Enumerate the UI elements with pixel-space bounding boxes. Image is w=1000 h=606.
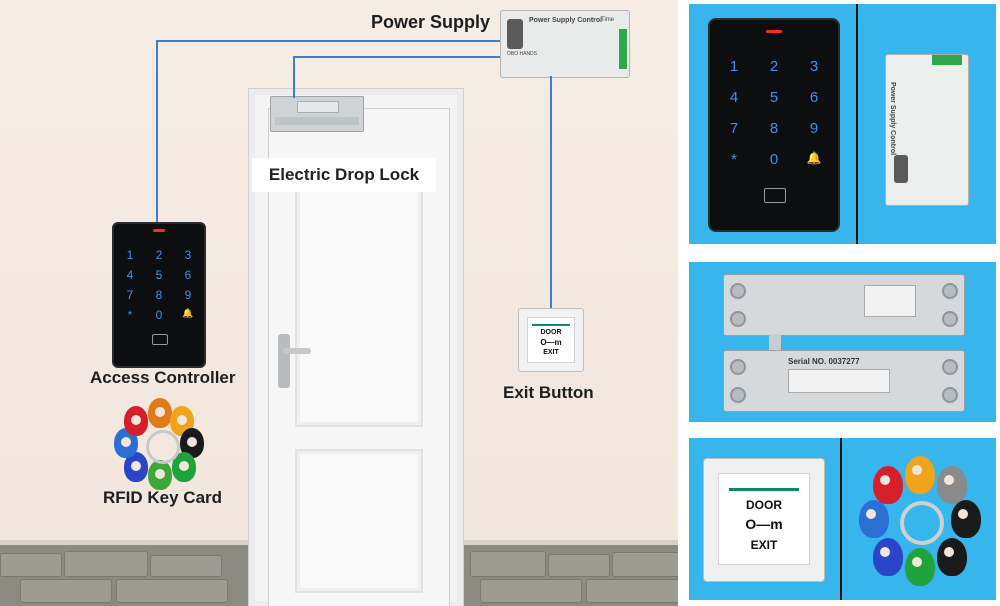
- rfid-tag: [937, 466, 967, 504]
- power-supply-label: Power Supply: [371, 12, 491, 32]
- rfid-tags-product-photo: [855, 456, 985, 586]
- keypad-key: 2: [769, 58, 779, 75]
- keypad-key: 4: [729, 89, 739, 106]
- keypad-key: 5: [769, 89, 779, 106]
- psu-terminal-block: [932, 55, 962, 65]
- psu-product-photo: Power Supply Control: [885, 54, 969, 206]
- key-ring: [900, 501, 944, 545]
- rfid-tag: [124, 406, 148, 436]
- bell-icon: 🔔: [182, 308, 194, 318]
- wire-controller: [156, 40, 158, 222]
- exit-button-door-text: DOOR: [746, 498, 782, 512]
- keypad-key: *: [127, 308, 133, 322]
- psu-hand-logo: [507, 19, 523, 49]
- rfid-key-tag-cluster: [112, 398, 208, 490]
- screw-icon: [730, 387, 746, 403]
- rfid-tag: [148, 460, 172, 490]
- exit-button-exit-text: EXIT: [750, 538, 778, 552]
- keypad-key: 9: [809, 120, 819, 137]
- screw-icon: [942, 359, 958, 375]
- psu-brand: OBO HANDS: [507, 51, 538, 57]
- door-upper-panel: [295, 183, 423, 427]
- serial-label-plate: [788, 369, 890, 393]
- access-controller-label: Access Controller: [90, 368, 236, 387]
- wire-lock-top: [293, 56, 500, 58]
- lock-bolt-pin: [769, 334, 781, 350]
- exit-button-exit-text: EXIT: [543, 349, 559, 356]
- exit-button-label: Exit Button: [503, 383, 594, 402]
- keypad-key: 3: [809, 58, 819, 75]
- screw-icon: [730, 311, 746, 327]
- product-panel-keypad-psu: 1 2 3 4 5 6 7 8 9 * 0 🔔 Power Supply Con…: [689, 4, 996, 244]
- keypad-key: 8: [769, 120, 779, 137]
- screw-icon: [942, 311, 958, 327]
- keypad-key: 4: [126, 268, 134, 282]
- exit-button-door-text: DOOR: [540, 329, 562, 336]
- screw-icon: [730, 359, 746, 375]
- exit-button-product-photo: DOOR O—m EXIT: [703, 458, 825, 582]
- rfid-tag: [148, 398, 172, 428]
- product-panel-mag-lock: Serial NO. 0037277: [689, 262, 996, 422]
- key-icon: O—m: [540, 338, 562, 347]
- rfid-tag: [937, 538, 967, 576]
- keypad-key: 0: [155, 308, 163, 322]
- lock-strike-plate: Serial NO. 0037277: [723, 350, 965, 412]
- wire-lock: [293, 56, 295, 98]
- card-reader-icon: [764, 188, 786, 203]
- keypad-key: 1: [729, 58, 739, 75]
- screw-icon: [942, 283, 958, 299]
- door-handle: [283, 348, 311, 354]
- keypad-key: 0: [769, 151, 779, 168]
- electric-drop-lock-device: [270, 96, 364, 132]
- keypad-key: 6: [184, 268, 192, 282]
- keypad-key: *: [731, 151, 737, 168]
- key-ring: [146, 430, 180, 464]
- keypad-key: 9: [184, 288, 192, 302]
- rfid-tag: [873, 538, 903, 576]
- psu-terminal-block: [619, 29, 627, 69]
- bell-icon: 🔔: [806, 151, 822, 165]
- keypad-key: 8: [155, 288, 163, 302]
- access-controller-keypad: 1 2 3 4 5 6 7 8 9 * 0 🔔: [112, 222, 206, 368]
- psu-title: Power Supply Control: [529, 17, 603, 24]
- card-reader-icon: [152, 334, 168, 345]
- lock-bolt-body: [723, 274, 965, 336]
- screw-icon: [942, 387, 958, 403]
- rfid-tag: [905, 548, 935, 586]
- rfid-tag: [873, 466, 903, 504]
- wire-exit-button: [550, 76, 552, 308]
- rfid-tag: [859, 500, 889, 538]
- product-panel-exit-rfid: DOOR O—m EXIT: [689, 438, 996, 600]
- exit-button-device: DOOR O—m EXIT: [518, 308, 584, 372]
- keypad-product-photo: 1 2 3 4 5 6 7 8 9 * 0 🔔: [708, 18, 840, 232]
- door-lower-panel: [295, 449, 423, 593]
- keypad-key: 6: [809, 89, 819, 106]
- lock-spec-label: [864, 285, 916, 317]
- keypad-key: 3: [184, 248, 192, 262]
- keypad-key: 2: [155, 248, 163, 262]
- psu-title: Power Supply Control: [889, 81, 897, 156]
- panel-divider: [840, 438, 842, 600]
- keypad-key: 7: [729, 120, 739, 137]
- serial-number: Serial NO. 0037277: [788, 357, 860, 366]
- electric-drop-lock-label: Electric Drop Lock: [252, 158, 436, 192]
- key-icon: O—m: [745, 516, 783, 532]
- keypad-key: 5: [155, 268, 163, 282]
- installation-scene: Electric Drop Lock Power Supply Access C…: [0, 0, 678, 606]
- rfid-tag: [905, 456, 935, 494]
- screw-icon: [730, 283, 746, 299]
- power-supply-unit: Power Supply Control OBO HANDS Time: [500, 10, 630, 78]
- psu-hand-logo: [894, 155, 908, 183]
- wire-controller-top: [156, 40, 500, 42]
- keypad-key: 1: [126, 248, 134, 262]
- rfid-key-card-label: RFID Key Card: [103, 488, 223, 507]
- keypad-led: [766, 30, 782, 33]
- psu-time-label: Time: [601, 17, 615, 23]
- keypad-key: 7: [126, 288, 134, 302]
- door-handle-plate: [278, 334, 290, 388]
- rfid-tag: [951, 500, 981, 538]
- panel-divider: [856, 4, 858, 244]
- keypad-led: [153, 229, 165, 232]
